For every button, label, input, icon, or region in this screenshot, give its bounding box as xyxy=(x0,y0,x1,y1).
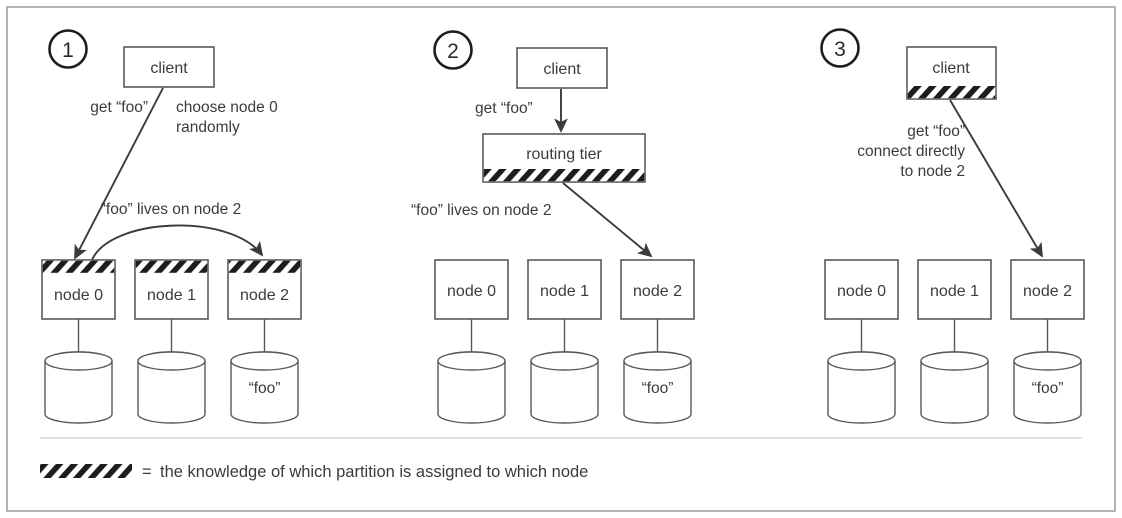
panel-2-node-0-label: node 0 xyxy=(447,283,496,300)
panel-3-node-2-storage-label: “foo” xyxy=(1032,380,1064,397)
panel-1-node-0[interactable]: node 0 xyxy=(41,259,116,424)
panel-1-node-1-hatch-band xyxy=(135,260,208,273)
panel-2-routing-tier-hatch-band xyxy=(483,169,645,182)
panel-3-node-2-box[interactable] xyxy=(1010,259,1085,320)
panel-1-redirect-arc-arrow xyxy=(91,224,264,261)
panel-2-node-2[interactable]: node 2 “foo” xyxy=(620,259,695,424)
panel-2-node-2-storage-label: “foo” xyxy=(642,380,674,397)
legend-hatch-swatch-icon xyxy=(40,464,132,478)
panel-3: 3 client get “foo” connect directly to n… xyxy=(820,28,1085,424)
panel-1-strategy-label-line2: randomly xyxy=(176,119,240,136)
panel-3-node-0-box[interactable] xyxy=(824,259,899,320)
panel-2-node-1[interactable]: node 1 xyxy=(527,259,602,424)
panel-1-node-0-cylinder-top xyxy=(44,351,113,371)
panel-1-node-2-storage-label: “foo” xyxy=(249,380,281,397)
panel-2-request-label: get “foo” xyxy=(475,100,533,117)
panel-2-routing-label: “foo” lives on node 2 xyxy=(411,202,551,219)
panel-3-node-2-cylinder-top xyxy=(1013,351,1082,371)
panel-1-client-box[interactable] xyxy=(123,46,215,88)
panel-3-node-2[interactable]: node 2 “foo” xyxy=(1010,259,1085,424)
panel-1-node-1[interactable]: node 1 xyxy=(134,259,209,424)
panel-3-node-1-box[interactable] xyxy=(917,259,992,320)
panel-1-request-label: get “foo” xyxy=(90,99,148,116)
panel-3-node-1-label: node 1 xyxy=(930,283,979,300)
panel-2-node-0[interactable]: node 0 xyxy=(434,259,509,424)
panel-1-node-1-cylinder-top xyxy=(137,351,206,371)
panel-3-node-0[interactable]: node 0 xyxy=(824,259,899,424)
panel-1-node-0-hatch-band xyxy=(42,260,115,273)
panel-1-number: 1 xyxy=(62,39,74,62)
panel-1-badge-circle xyxy=(48,29,88,69)
panel-1-client-to-node0-arrow xyxy=(74,87,164,260)
panel-2-node-1-cylinder-top xyxy=(530,351,599,371)
panel-2-client-box[interactable] xyxy=(516,47,608,89)
panel-2-node-2-cylinder-top xyxy=(623,351,692,371)
panel-1-node-2-label: node 2 xyxy=(240,287,289,304)
panel-3-badge-circle xyxy=(820,28,860,68)
panel-2-node-2-label: node 2 xyxy=(633,283,682,300)
panel-3-node-2-label: node 2 xyxy=(1023,283,1072,300)
figure-border xyxy=(6,6,1116,512)
panel-3-number: 3 xyxy=(834,38,846,61)
panel-3-node-1[interactable]: node 1 xyxy=(917,259,992,424)
panel-2: 2 client get “foo” routing tier “foo” li… xyxy=(411,30,695,424)
panel-1-client-label: client xyxy=(150,60,188,77)
panel-3-client-label: client xyxy=(932,60,970,77)
panel-2-routing-tier-label: routing tier xyxy=(526,146,602,163)
panel-2-number: 2 xyxy=(447,40,459,63)
panel-2-node-1-label: node 1 xyxy=(540,283,589,300)
panel-3-request-label-line3: to node 2 xyxy=(900,163,965,180)
panel-3-client-to-node2-arrow xyxy=(949,99,1043,258)
panel-2-badge-circle xyxy=(433,30,473,70)
panel-2-client-label: client xyxy=(543,61,581,78)
legend: = the knowledge of which partition is as… xyxy=(40,463,588,481)
panel-3-client-hatch-band xyxy=(907,86,996,99)
panel-3-request-label-line2: connect directly xyxy=(857,143,965,160)
panel-1-node-1-label: node 1 xyxy=(147,287,196,304)
panel-1-strategy-label-line1: choose node 0 xyxy=(176,99,278,116)
panel-3-node-1-cylinder-top xyxy=(920,351,989,371)
panel-3-request-label-line1: get “foo” xyxy=(907,123,965,140)
panel-1-node-2-cylinder-top xyxy=(230,351,299,371)
panel-2-node-2-box[interactable] xyxy=(620,259,695,320)
panel-2-node-1-box[interactable] xyxy=(527,259,602,320)
panel-1-node-0-label: node 0 xyxy=(54,287,103,304)
legend-equals-sign: = xyxy=(142,463,152,481)
panel-3-node-0-label: node 0 xyxy=(837,283,886,300)
panel-2-node-0-cylinder-top xyxy=(437,351,506,371)
panel-1-redirect-label: “foo” lives on node 2 xyxy=(101,201,241,218)
panel-2-router-to-node2-arrow xyxy=(562,182,653,258)
panel-1: 1 client get “foo” choose node 0 randoml… xyxy=(41,29,302,424)
panel-3-node-0-cylinder-top xyxy=(827,351,896,371)
panel-1-node-2[interactable]: node 2 “foo” xyxy=(227,259,302,424)
legend-text: the knowledge of which partition is assi… xyxy=(160,463,588,481)
panel-1-node-2-hatch-band xyxy=(228,260,301,273)
